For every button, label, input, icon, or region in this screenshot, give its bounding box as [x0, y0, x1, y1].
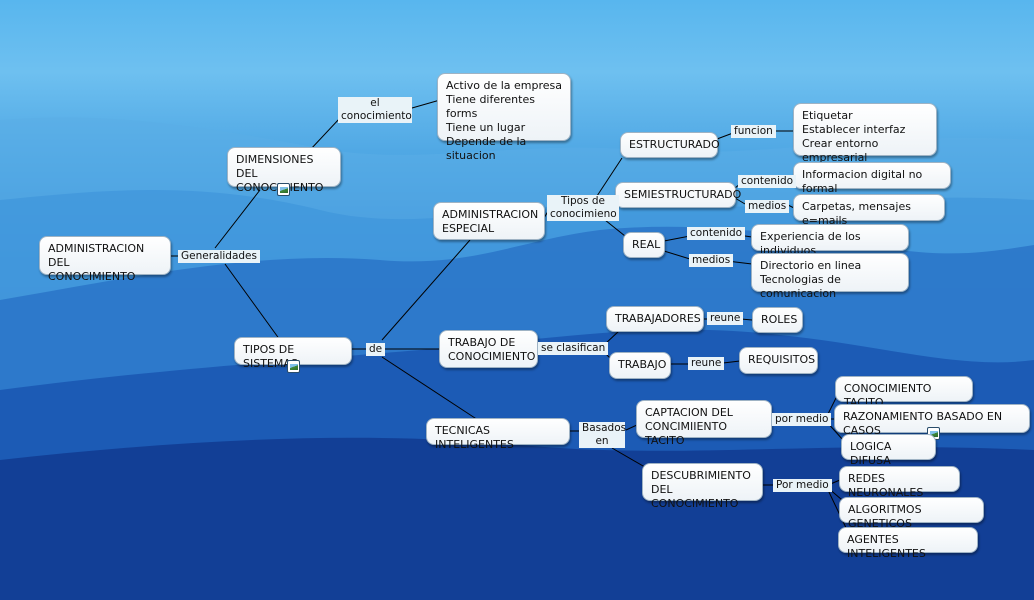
- node-trabajo-de-conocimiento[interactable]: TRABAJO DE CONOCIMIENTO: [439, 330, 538, 368]
- image-icon[interactable]: [287, 360, 300, 373]
- link-label-medios: medios: [745, 200, 790, 213]
- node-algoritmos-geneticos[interactable]: ALGORITMOS GENETICOS: [839, 497, 984, 530]
- node-roles[interactable]: ROLES: [752, 307, 803, 333]
- node-conocimiento-tacito[interactable]: CONOCIMIENTO TACITO: [835, 376, 973, 409]
- node-redes-neuronales[interactable]: REDES NEURONALES: [839, 466, 960, 499]
- link-label-medios: medios: [689, 254, 734, 267]
- node-captacion[interactable]: CAPTACION DEL CONCIMIIENTO TACITO: [636, 400, 772, 447]
- node-experiencia[interactable]: Experiencia de los individuos: [751, 224, 909, 257]
- link-label-de: de: [366, 343, 386, 356]
- link-label-por-medio: Por medio: [773, 479, 832, 492]
- node-caracteristicas-conocimiento[interactable]: Activo de la empresa Tiene diferentes fo…: [437, 73, 571, 162]
- node-estructurado[interactable]: ESTRUCTURADO: [620, 132, 720, 158]
- node-dimensiones-del-conocimiento[interactable]: DIMENSIONES DEL CONOCIMIENTO: [227, 147, 341, 194]
- link-label-reune: reune: [707, 312, 744, 325]
- image-icon[interactable]: [277, 183, 290, 196]
- node-carpetas-mensajes[interactable]: Carpetas, mensajes e=mails: [793, 194, 945, 227]
- node-requisitos[interactable]: REQUISITOS: [739, 347, 818, 374]
- link-label-tipos-de-conocimiento: Tipos de conocimieno: [547, 195, 619, 221]
- node-real[interactable]: REAL: [623, 232, 665, 258]
- node-directorio[interactable]: Directorio en linea Tecnologias de comun…: [751, 253, 909, 300]
- node-agentes-inteligentes[interactable]: AGENTES INTELIGENTES: [838, 527, 978, 560]
- node-logica-difusa[interactable]: LOGICA DIFUSA: [841, 434, 936, 467]
- node-trabajadores[interactable]: TRABAJADORES: [606, 306, 704, 332]
- link-label-generalidades: Generalidades: [178, 250, 260, 263]
- link-label-basados-en: Basados en: [579, 422, 626, 448]
- node-semiestructurado[interactable]: SEMIESTRUCTURADO: [615, 182, 741, 208]
- node-administracion-especial[interactable]: ADMINISTRACION ESPECIAL: [433, 202, 545, 240]
- link-label-se-clasifican: se clasifican: [538, 342, 609, 355]
- link-label-por-medio: por medio: [772, 413, 832, 426]
- node-descubrimiento[interactable]: DESCUBRIMIENTO DEL CONOCIMIENTO: [642, 463, 763, 510]
- node-informacion-digital[interactable]: Informacion digital no formal: [793, 162, 951, 195]
- link-label-el-conocimiento: el conocimiento: [338, 97, 412, 123]
- link-label-reune: reune: [688, 357, 725, 370]
- link-label-contenido: contenido: [687, 227, 746, 240]
- node-trabajo[interactable]: TRABAJO: [609, 352, 671, 379]
- node-tecnicas-inteligentes[interactable]: TECNICAS INTELIGENTES: [426, 418, 570, 451]
- link-label-funcion: funcion: [731, 125, 776, 138]
- link-label-contenido: contenido: [738, 175, 797, 188]
- node-funciones-estructurado[interactable]: Etiquetar Establecer interfaz Crear ento…: [793, 103, 937, 164]
- node-administracion-del-conocimiento[interactable]: ADMINISTRACION DEL CONOCIMIENTO: [39, 236, 171, 283]
